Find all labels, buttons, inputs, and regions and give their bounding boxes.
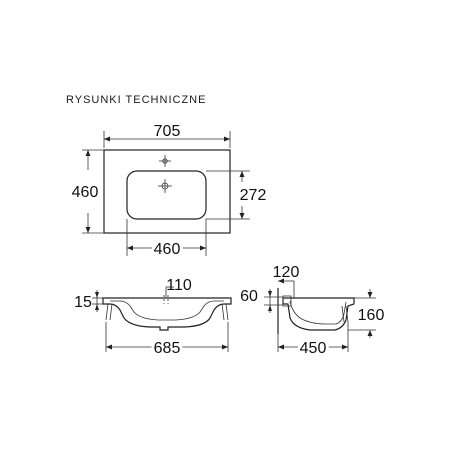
side-basin-profile — [282, 297, 355, 331]
top-height-label: 60 — [240, 288, 258, 305]
tap-hole-icon — [159, 155, 171, 167]
side-view: 120 60 160 450 — [240, 264, 385, 360]
page-title: RYSUNKI TECHNICZNE — [66, 94, 207, 106]
basin-outline — [103, 149, 231, 234]
side-depth-label: 450 — [300, 340, 327, 357]
top-view: 705 460 272 460 — [72, 123, 267, 261]
width-label: 705 — [154, 123, 181, 140]
base-width-label: 685 — [154, 340, 181, 357]
height-label: 160 — [358, 307, 385, 324]
front-view: 110 15 685 — [74, 277, 232, 360]
bowl-outline — [126, 170, 207, 220]
depth-label: 460 — [72, 184, 99, 201]
bowl-depth-label: 272 — [240, 187, 267, 204]
front-basin-profile — [102, 297, 232, 331]
drain-icon — [158, 179, 172, 193]
rear-offset-label: 120 — [273, 264, 300, 281]
rim-height-label: 15 — [74, 294, 92, 311]
tap-offset-label: 110 — [166, 277, 192, 294]
bowl-width-label: 460 — [154, 241, 181, 258]
